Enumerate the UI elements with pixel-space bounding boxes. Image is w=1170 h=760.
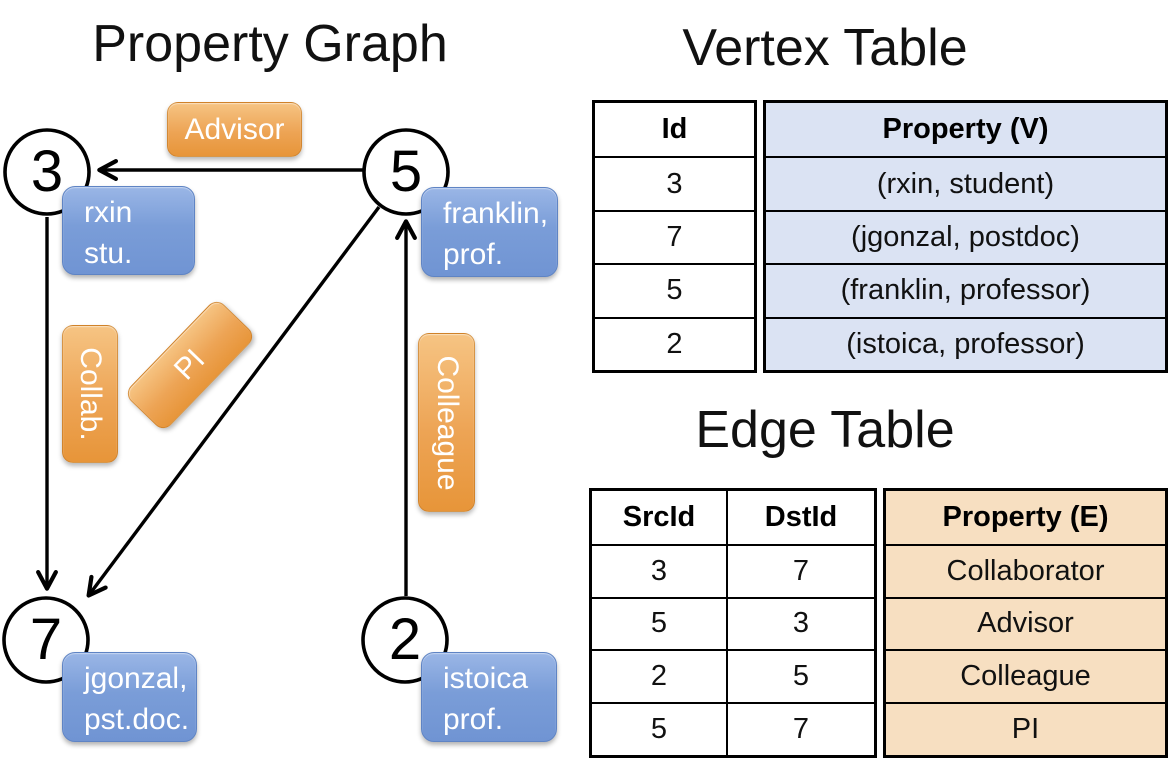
vertex-property-cell: (istoica, professor) <box>766 316 1165 370</box>
edge-label-collab-text: Collab. <box>74 347 107 441</box>
edge-property-cell: Collaborator <box>886 543 1165 597</box>
edge-label-colleague: Colleague <box>418 333 475 512</box>
property-graph-title: Property Graph <box>92 15 448 73</box>
edge-label-advisor: Advisor <box>167 102 302 157</box>
edge-property-cell: PI <box>886 702 1165 755</box>
vertex-table-id-column: Id 3 7 5 2 <box>592 100 757 373</box>
node-id-3: 3 <box>30 139 64 204</box>
vertex-id-cell: 3 <box>595 156 754 209</box>
vertex-table-property-column: Property (V) (rxin, student) (jgonzal, p… <box>763 100 1168 373</box>
node-id-7: 7 <box>29 607 63 672</box>
vertex-table-title: Vertex Table <box>682 19 968 77</box>
vertex-id-cell: 2 <box>595 316 754 370</box>
edge-dst-cell: 7 <box>726 543 874 597</box>
vertex-property-cell: (rxin, student) <box>766 156 1165 210</box>
edge-dst-cell: 5 <box>726 649 874 703</box>
vertex-property-box-5: franklin, prof. <box>421 187 558 277</box>
edge-property-header: Property (E) <box>886 491 1165 544</box>
vertex-id-cell: 5 <box>595 263 754 316</box>
node-id-2: 2 <box>388 607 422 672</box>
edge-dstid-header: DstId <box>726 491 874 544</box>
vertex-property-cell: (jgonzal, postdoc) <box>766 209 1165 264</box>
vertex-property-header: Property (V) <box>766 103 1165 157</box>
edge-table-title: Edge Table <box>695 401 955 459</box>
edge-src-cell: 5 <box>592 596 726 650</box>
edge-src-cell: 2 <box>592 649 726 702</box>
edge-srcid-header: SrcId <box>622 500 696 533</box>
vertex-id-header: Id <box>661 113 688 146</box>
edge-table-property-column: Property (E) Collaborator Advisor Collea… <box>883 488 1168 758</box>
edge-dst-cell: 7 <box>726 702 874 755</box>
edge-src-cell: 5 <box>592 702 726 755</box>
vertex-property-box-2: istoica prof. <box>421 652 557 742</box>
edge-property-cell: Colleague <box>886 649 1165 703</box>
edge-src-cell: 3 <box>592 543 726 597</box>
vertex-property-box-3: rxin stu. <box>62 186 195 275</box>
edge-property-cell: Advisor <box>886 596 1165 650</box>
vertex-property-cell: (franklin, professor) <box>766 263 1165 317</box>
vertex-property-box-7: jgonzal, pst.doc. <box>62 652 197 742</box>
edge-table-src-dst-columns: SrcId DstId 3 7 5 3 2 5 5 7 <box>589 488 877 758</box>
edge-line-pi-5-to-7 <box>86 205 381 598</box>
edge-label-collab: Collab. <box>62 325 118 463</box>
vertex-id-cell: 7 <box>595 209 754 263</box>
node-id-5: 5 <box>389 139 423 204</box>
edge-label-colleague-text: Colleague <box>430 354 464 491</box>
edge-dst-cell: 3 <box>726 596 874 650</box>
